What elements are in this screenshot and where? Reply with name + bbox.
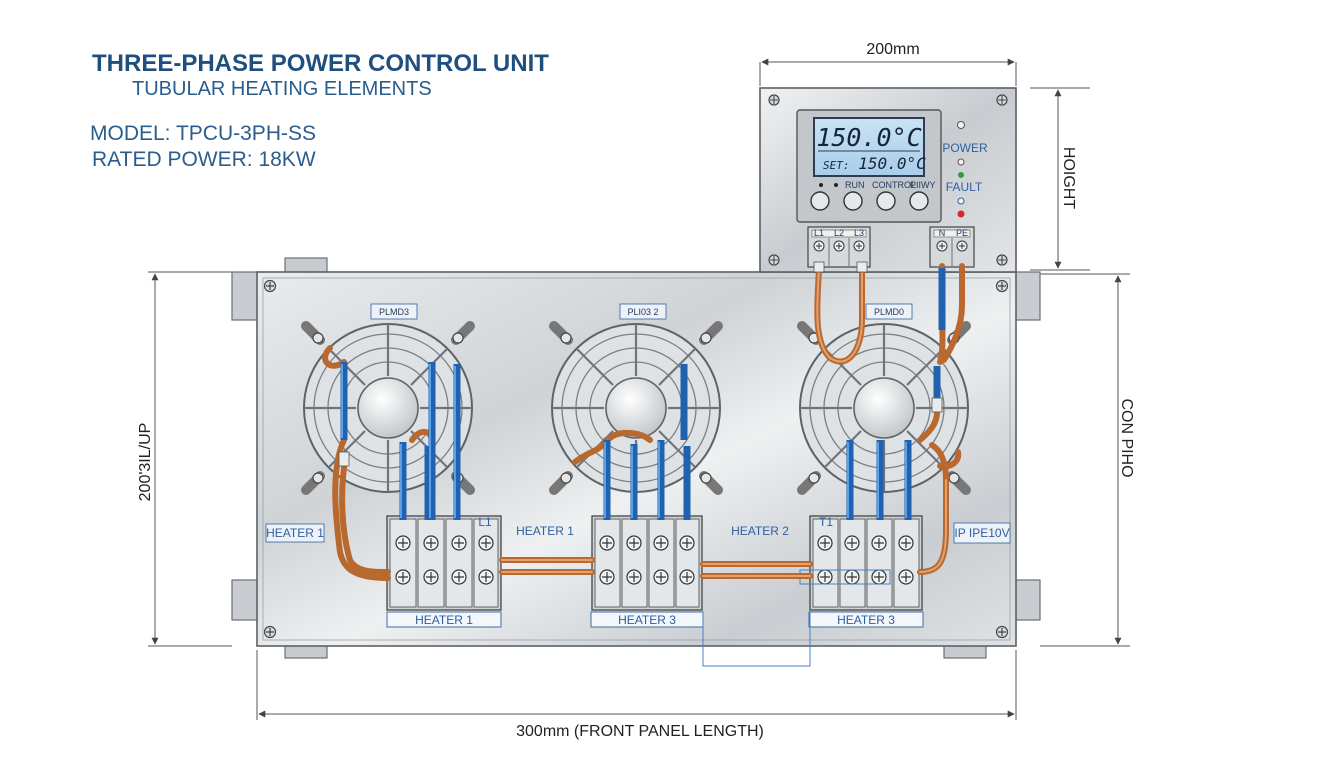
- controller-box: 150.0°C SET: 150.0°C RUN CONTROL PIIWY P…: [759, 87, 1017, 273]
- heater-left-label: HEATER 1: [266, 526, 324, 540]
- ctrl-term-pe: PE: [956, 228, 968, 238]
- ctrl-term-l1: L1: [814, 228, 824, 238]
- heater-right-label: IP IPE10V: [954, 526, 1009, 540]
- ctrl-term-n: N: [939, 228, 946, 238]
- dimension-lines: 200mm HOIGHT CON PIHO 200'3IL/UP 300mm (…: [137, 41, 1135, 740]
- heater-labels: HEATER 1 HEATER 1 HEATER 2 IP IPE10V: [265, 522, 1011, 544]
- model-label: MODEL: TPCU-3PH-SS: [90, 122, 316, 145]
- fan-3-label: PLMD0: [874, 307, 904, 317]
- blue-conductor-highlights: [341, 364, 907, 518]
- fan-2-label: PLI03 2: [627, 307, 658, 317]
- right-panel-label: CON PIHO: [1118, 398, 1135, 477]
- terminal-block-2: HEATER 3: [590, 515, 704, 628]
- copper-wire-highlights: [501, 265, 947, 577]
- terminal-block-2-label: HEATER 3: [618, 613, 676, 627]
- controller-terminal-left: L1 L2 L3: [807, 226, 871, 268]
- controller-button-piiwy[interactable]: [909, 191, 929, 211]
- display-set-value: 150.0°C: [858, 154, 926, 173]
- controller-button-1[interactable]: [810, 191, 830, 211]
- left-height-label: 200'3IL/UP: [137, 423, 154, 502]
- controller-terminal-right: N PE: [929, 226, 975, 268]
- heater-mid1-label: HEATER 1: [516, 524, 574, 538]
- block-t1-label: T1: [819, 515, 833, 529]
- heater-mid2-label: HEATER 2: [731, 524, 789, 538]
- terminal-block-1: HEATER 1 L1: [386, 515, 502, 628]
- power-led: [958, 172, 964, 178]
- block-l1-label: L1: [478, 515, 492, 529]
- display-main-value: 150.0°C: [816, 123, 921, 152]
- fault-led-label: FAULT: [946, 180, 983, 194]
- fault-led: [957, 210, 965, 218]
- controller-button-run[interactable]: [843, 191, 863, 211]
- ctrl-term-l3: L3: [854, 228, 864, 238]
- controller-button-control[interactable]: [876, 191, 896, 211]
- display-set-label: SET:: [823, 159, 850, 172]
- page-subtitle: TUBULAR HEATING ELEMENTS: [132, 78, 432, 100]
- fan-1-label: PLMD3: [379, 307, 409, 317]
- lcd-display: [813, 117, 925, 177]
- right-height-label: HOIGHT: [1060, 147, 1077, 209]
- ctrl-term-l2: L2: [834, 228, 844, 238]
- button-label-piiwy: PIIWY: [910, 180, 936, 190]
- rated-power-label: RATED POWER: 18KW: [92, 148, 316, 171]
- blue-conductors: [340, 268, 946, 520]
- fan-labels: PLMD3 PLI03 2 PLMD0: [370, 303, 913, 320]
- power-led-label: POWER: [942, 141, 988, 155]
- page-title: THREE-PHASE POWER CONTROL UNIT: [92, 50, 549, 77]
- top-width-label: 200mm: [866, 41, 919, 58]
- button-label-control: CONTROL: [872, 180, 916, 190]
- bottom-length-label: 300mm (FRONT PANEL LENGTH): [516, 723, 764, 740]
- button-label-run: RUN: [845, 180, 865, 190]
- terminal-block-1-label: HEATER 1: [415, 613, 473, 627]
- terminal-block-3-label: HEATER 3: [837, 613, 895, 627]
- terminal-block-3: HEATER 3 T1: [808, 515, 924, 628]
- header: THREE-PHASE POWER CONTROL UNIT TUBULAR H…: [90, 50, 549, 171]
